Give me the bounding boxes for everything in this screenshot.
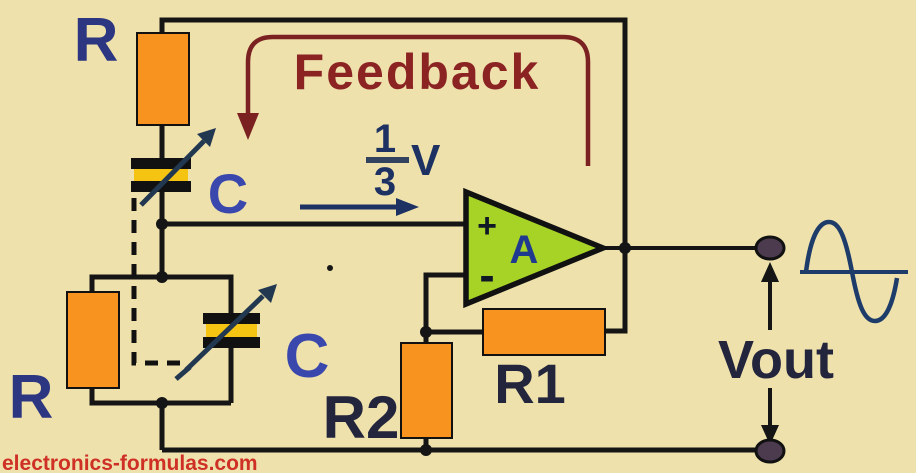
wire-minus-input <box>423 272 467 332</box>
sine-wave-symbol <box>800 219 908 324</box>
feedback-arrow-head <box>237 113 259 140</box>
label-resistor-top: R <box>74 6 119 75</box>
output-node-dot <box>619 242 631 254</box>
opamp-triangle <box>463 187 611 309</box>
voltage-unit-label: V <box>411 136 441 185</box>
fraction-denominator: 3 <box>374 160 396 204</box>
resistor-bottom-body <box>66 291 120 389</box>
feedback-arc <box>245 34 591 166</box>
stray-dot <box>327 265 333 271</box>
variable-capacitor-top <box>131 128 216 207</box>
resistor-r2-body <box>400 342 453 439</box>
opamp: + - A <box>463 187 611 309</box>
vout-label: Vout <box>718 330 834 390</box>
vout-arrow-up-head <box>761 262 779 282</box>
capacitor-plate <box>203 337 260 348</box>
junction-dot <box>420 326 432 338</box>
output-terminal-top <box>754 235 786 261</box>
label-capacitor-bottom: C <box>285 322 330 391</box>
output-terminal-bottom <box>754 438 786 464</box>
feedback-wire-top-rail <box>159 17 628 334</box>
label-capacitor-top: C <box>208 162 248 225</box>
variable-arrow-shaft <box>139 139 206 207</box>
junction-dot <box>156 271 168 283</box>
variable-capacitor-bottom <box>174 284 277 381</box>
variable-arrow-head <box>197 128 216 147</box>
label-resistor-bottom: R <box>9 363 54 432</box>
junction-dot <box>156 397 168 409</box>
variable-arrow-shaft <box>184 294 265 372</box>
watermark-text: electronics-formulas.com <box>2 452 258 473</box>
label-r2: R2 <box>323 384 400 451</box>
capacitor-plate <box>203 313 260 324</box>
opamp-gain-label: A <box>510 228 539 272</box>
gang-dashed-link <box>131 198 186 366</box>
sine-curve <box>803 219 900 324</box>
resistor-top-body <box>136 32 190 126</box>
feedback-label: Feedback <box>294 44 541 100</box>
capacitor-top-dielectric <box>134 168 188 182</box>
opamp-minus-input: - <box>479 249 494 301</box>
label-r1: R1 <box>494 352 566 415</box>
opamp-plus-input: + <box>477 207 497 245</box>
variable-arrow-head <box>258 284 277 303</box>
capacitor-plate <box>131 158 191 169</box>
fraction-numerator: 1 <box>374 117 396 161</box>
vout-arrow-down-head <box>761 425 779 445</box>
resistor-r1-body <box>482 308 606 356</box>
signal-arrow-head <box>396 198 419 216</box>
parallel-loop-bottom <box>89 387 231 406</box>
vout-indicator: Vout <box>718 262 834 445</box>
capacitor-bottom-dielectric <box>206 323 257 338</box>
one-third-v-annotation: 1 3 V <box>300 117 441 216</box>
junction-dot <box>156 218 168 230</box>
junction-dot <box>420 444 432 456</box>
